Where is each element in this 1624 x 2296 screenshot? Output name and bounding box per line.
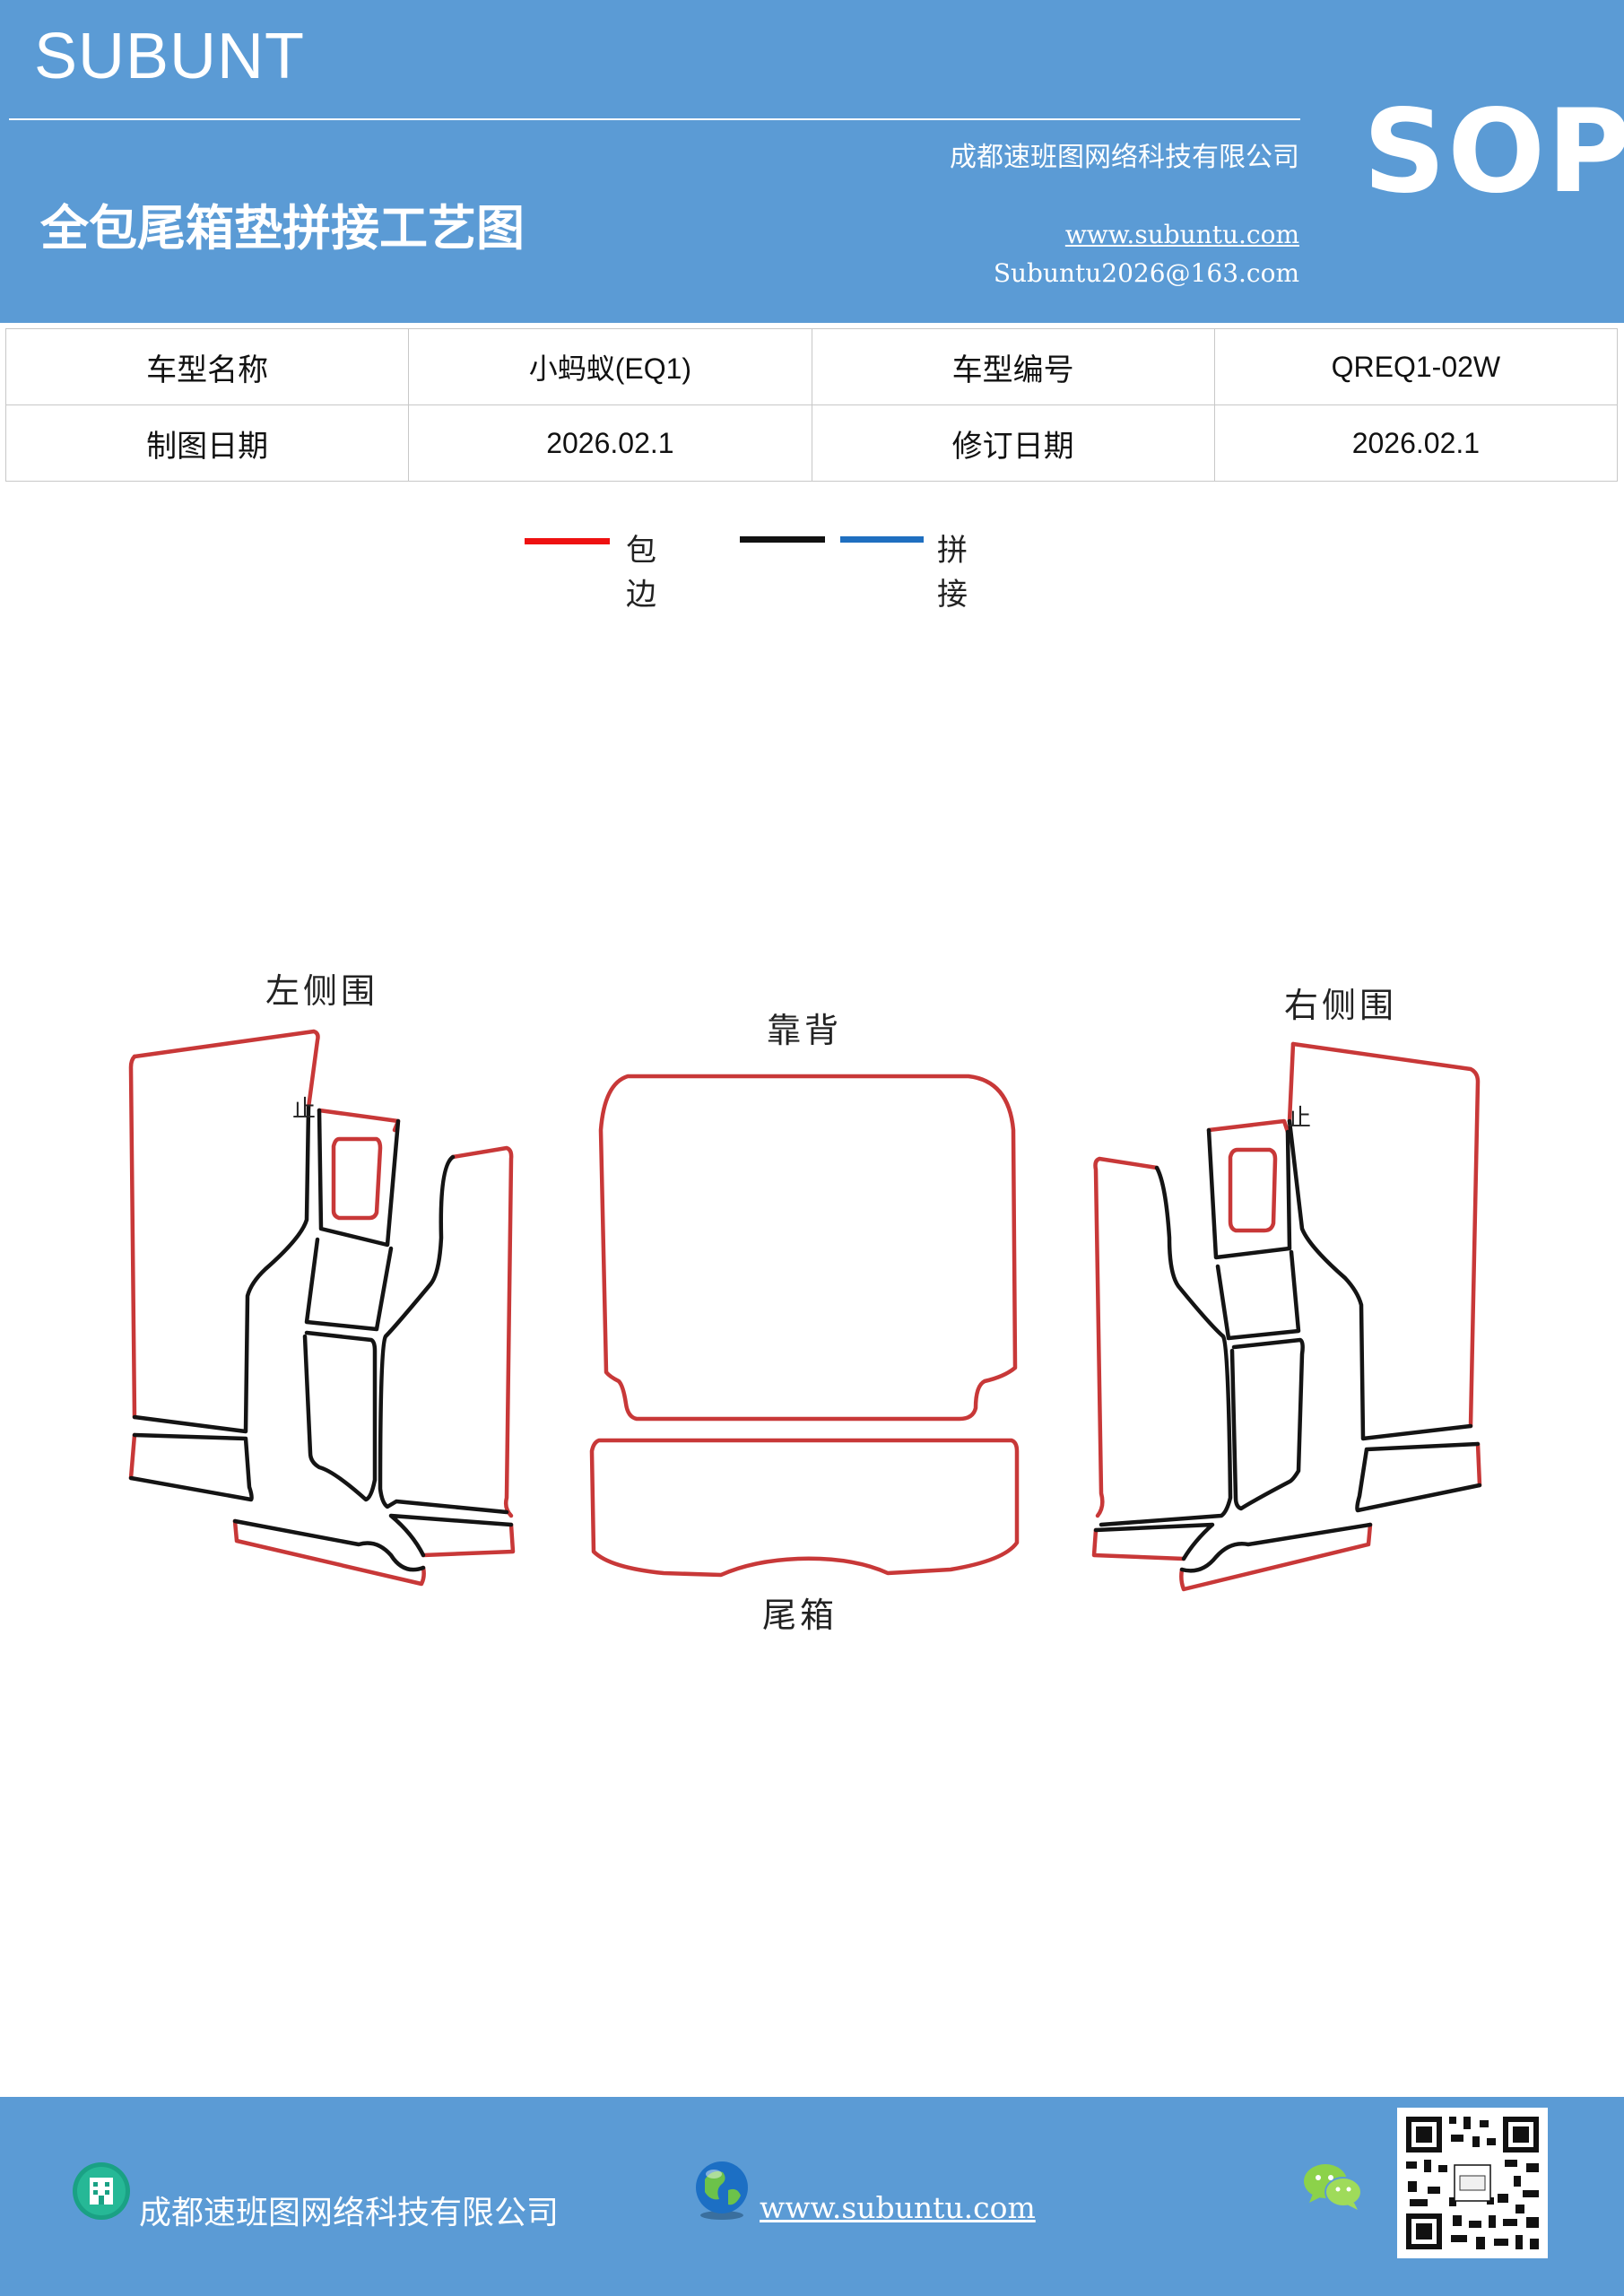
company-name: 成都速班图网络科技有限公司	[950, 142, 1299, 173]
brand-name: SUBUNT	[34, 21, 306, 92]
legend-swatch-seam	[740, 536, 825, 543]
left-side-panel	[132, 1029, 320, 1110]
header-banner: SUBUNT 成都速班图网络科技有限公司 全包尾箱垫拼接工艺图 www.subu…	[0, 0, 1624, 323]
legend-label-splice: 拼接	[937, 533, 968, 613]
qr-code[interactable]	[1397, 2108, 1548, 2258]
right-pocket-top	[1206, 1118, 1290, 1135]
left-seam-mid	[304, 1237, 394, 1332]
model-name-value: 小蚂蚁(EQ1)	[408, 328, 812, 405]
footer-company-name: 成都速班图网络科技有限公司	[139, 2195, 560, 2231]
model-name-label: 车型名称	[4, 328, 410, 405]
back-panel	[598, 1074, 1018, 1422]
back-label: 靠背	[767, 1011, 843, 1050]
left-seam-lower	[302, 1330, 378, 1502]
document-title: 全包尾箱垫拼接工艺图	[40, 200, 525, 257]
right-seam-strip	[1099, 1165, 1233, 1527]
table-row: 制图日期 2026.02.1 修订日期 2026.02.1	[4, 404, 1619, 482]
right-side-edge-top	[1287, 1041, 1296, 1124]
right-seam-bottom	[1355, 1441, 1482, 1513]
right-side-window	[1228, 1147, 1278, 1233]
footer-banner: 成都速班图网络科技有限公司 www.subuntu.com	[0, 2097, 1624, 2296]
email-address: Subuntu2026@163.com	[993, 258, 1299, 288]
footer-website-link[interactable]: www.subuntu.com	[760, 2190, 1036, 2225]
trunk-panel	[589, 1438, 1020, 1578]
legend-swatch-splice	[840, 536, 924, 543]
left-seam-lowstrip	[232, 1518, 426, 1572]
right-seam-lowstrip	[1179, 1522, 1373, 1573]
left-seam-main	[132, 1105, 311, 1434]
right-strip-edge	[1093, 1156, 1159, 1518]
revision-date-label: 修订日期	[811, 404, 1215, 482]
vehicle-info-table: 车型名称 小蚂蚁(EQ1) 车型编号 QREQ1-02W 制图日期 2026.0…	[4, 328, 1619, 482]
right-seam-lower	[1229, 1337, 1305, 1511]
legend-swatch-edge	[525, 538, 610, 544]
left-bottom-strip	[128, 1432, 137, 1481]
right-side-label: 右侧围	[1284, 986, 1398, 1025]
left-seam-foot	[388, 1513, 514, 1558]
left-lower-strip	[232, 1518, 426, 1587]
sop-badge: SOP	[1363, 85, 1624, 219]
left-pocket-top	[317, 1108, 401, 1133]
model-code-label: 车型编号	[811, 328, 1215, 405]
model-code-value: QREQ1-02W	[1213, 328, 1619, 405]
left-side-edge-outer	[128, 1054, 137, 1420]
left-stop-mark: 止	[292, 1096, 317, 1123]
left-side-label: 左侧围	[265, 971, 379, 1011]
drawing-date-label: 制图日期	[4, 404, 410, 482]
legend-label-edge: 包边	[626, 533, 656, 613]
right-lower-strip	[1179, 1522, 1373, 1592]
drawing-date-value: 2026.02.1	[408, 404, 812, 482]
left-seam-strip	[378, 1154, 509, 1515]
globe-icon	[696, 2161, 748, 2220]
header-divider	[9, 118, 1300, 120]
wechat-icon[interactable]	[1302, 2160, 1365, 2213]
building-icon	[73, 2162, 130, 2220]
left-seam-pocket	[317, 1108, 401, 1248]
table-row: 车型名称 小蚂蚁(EQ1) 车型编号 QREQ1-02W	[4, 328, 1619, 405]
trunk-label: 尾箱	[762, 1596, 838, 1635]
right-bottom-strip	[1475, 1441, 1482, 1488]
right-foot-strip	[1091, 1527, 1186, 1561]
right-seam-main	[1287, 1118, 1473, 1441]
right-stop-mark: 止	[1288, 1105, 1312, 1132]
left-seam-bottom	[128, 1432, 254, 1502]
left-strip-edge	[450, 1145, 514, 1518]
left-side-window	[331, 1136, 383, 1221]
revision-date-value: 2026.02.1	[1213, 404, 1619, 482]
right-seam-pocket	[1206, 1127, 1292, 1260]
right-seam-foot	[1093, 1522, 1215, 1561]
website-link[interactable]: www.subuntu.com	[1064, 220, 1299, 249]
right-seam-mid	[1215, 1249, 1301, 1341]
left-foot-strip	[421, 1522, 516, 1558]
right-side-panel	[1290, 1041, 1481, 1429]
